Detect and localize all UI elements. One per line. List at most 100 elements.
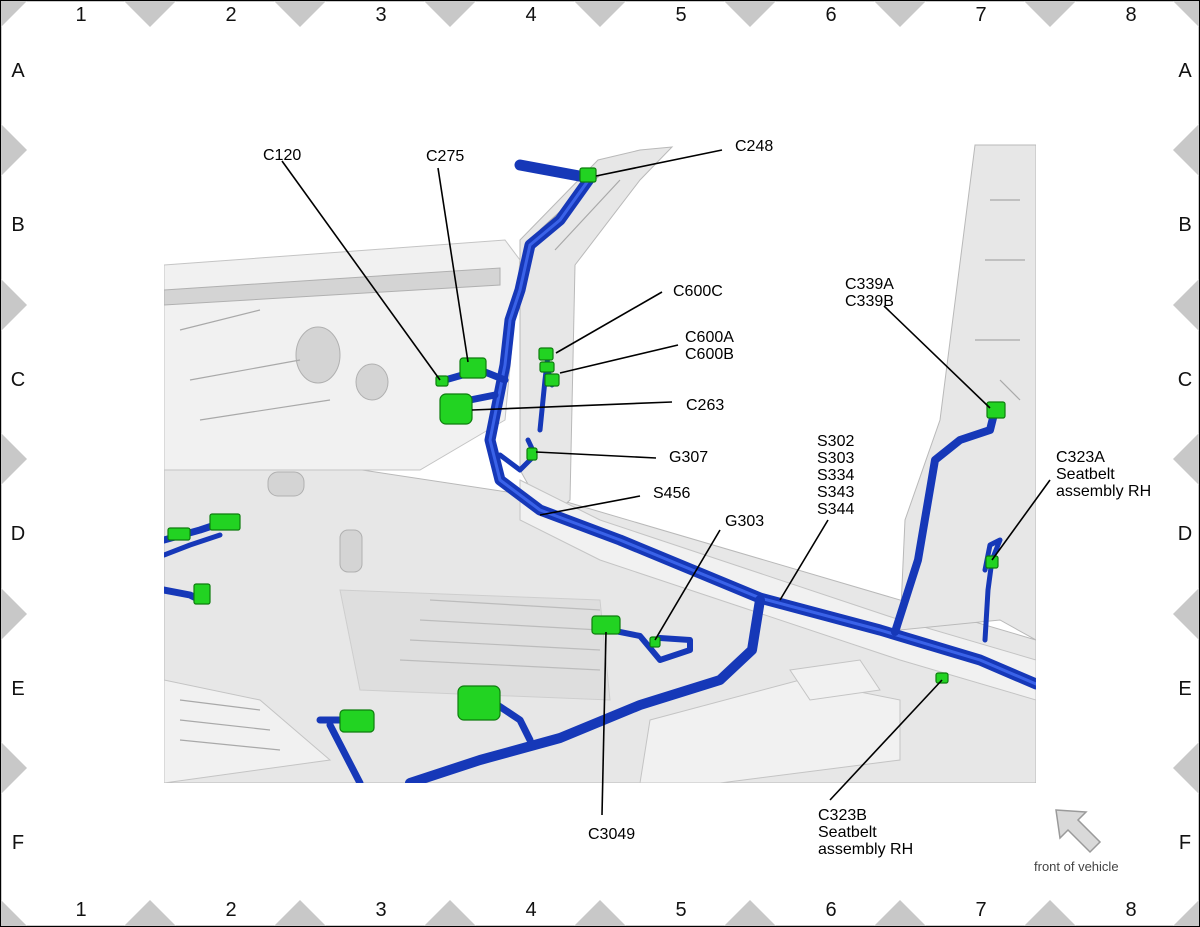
grid-marker-top [1024, 1, 1076, 27]
connector-c339 [986, 401, 1006, 419]
callout-c323b-line3: assembly RH [818, 841, 913, 858]
callout-c3049: C3049 [588, 826, 635, 843]
callout-c275: C275 [426, 148, 464, 165]
leader-g303 [654, 529, 721, 641]
connector-c600a [539, 361, 555, 373]
grid-marker-top [274, 1, 326, 27]
grid-marker-bottom [724, 900, 776, 926]
grid-marker-right [1173, 124, 1199, 176]
grid-marker-left [1, 742, 27, 794]
connector-floor-large [457, 685, 501, 721]
grid-marker-bottom [574, 900, 626, 926]
leader-c323b [829, 679, 943, 801]
vehicle-body-illustration [164, 143, 1036, 783]
grid-col-label: 1 [75, 899, 86, 921]
connector-c263 [439, 393, 473, 425]
leader-c248 [595, 149, 723, 177]
callout-c263: C263 [686, 397, 724, 414]
grid-col-label: 5 [675, 899, 686, 921]
callout-g303: G303 [725, 513, 764, 530]
grid-row-label: B [1178, 214, 1191, 236]
callout-c323b-line2: Seatbelt [818, 824, 877, 841]
grid-col-label: 1 [75, 4, 86, 26]
callout-s334: S334 [817, 467, 854, 484]
grid-column-labels-bottom: 1 2 3 4 5 6 7 8 [75, 899, 1136, 921]
callout-s343: S343 [817, 484, 854, 501]
grid-marker-right [1173, 742, 1199, 794]
callout-c323a: C323A [1056, 449, 1105, 466]
grid-col-label: 4 [525, 4, 536, 26]
callout-c323a-line3: assembly RH [1056, 483, 1151, 500]
connector-floor-left [339, 709, 375, 733]
leader-c339 [883, 305, 991, 409]
grid-marker-bottom [1024, 900, 1076, 926]
grid-marker-top [424, 1, 476, 27]
grid-marker-corner [1173, 900, 1199, 926]
grid-row-labels-right: A B C D E F [1178, 60, 1193, 854]
grid-row-label: C [11, 369, 25, 391]
grid-marker-top [574, 1, 626, 27]
callout-c339b: C339B [845, 293, 894, 310]
grid-marker-left [1, 433, 27, 485]
grid-col-label: 2 [225, 899, 236, 921]
grid-row-labels-left: A B C D E F [11, 60, 26, 854]
callout-labels: C120 C275 C248 C600C C600A C600B C263 G3… [263, 138, 1151, 858]
grid-row-label: F [1179, 832, 1191, 854]
grid-col-label: 6 [825, 899, 836, 921]
leader-g307 [535, 451, 657, 459]
grid-marker-left [1, 588, 27, 640]
grid-marker-left [1, 124, 27, 176]
leader-c263 [471, 401, 673, 411]
grid-marker-bottom [124, 900, 176, 926]
grid-row-label: D [1178, 523, 1192, 545]
grid-row-label: C [1178, 369, 1192, 391]
front-of-vehicle-label: front of vehicle [1034, 859, 1119, 874]
grid-marker-bottom [424, 900, 476, 926]
leader-c120 [281, 160, 441, 381]
front-of-vehicle-indicator: front of vehicle [1034, 809, 1119, 874]
grid-row-label: A [1178, 60, 1192, 82]
connector-g307 [526, 447, 538, 461]
grid-marker-bottom [874, 900, 926, 926]
callout-c323a-line2: Seatbelt [1056, 466, 1115, 483]
callout-c600a: C600A [685, 329, 734, 346]
connector-c323a [985, 555, 999, 569]
arrow-up-left-icon [1055, 809, 1102, 854]
connector-c600c [538, 347, 554, 361]
grid-col-label: 4 [525, 899, 536, 921]
leader-c3049 [601, 631, 607, 816]
grid-marker-corner [1, 900, 27, 926]
grid-col-label: 2 [225, 4, 236, 26]
grid-marker-top [874, 1, 926, 27]
grid-marker-corner [1173, 1, 1199, 27]
callout-c339a: C339A [845, 276, 894, 293]
grid-marker-top [724, 1, 776, 27]
grid-row-label: A [11, 60, 25, 82]
connector-c275 [459, 357, 487, 379]
grid-row-label: D [11, 523, 25, 545]
grid-col-label: 3 [375, 899, 386, 921]
grid-marker-right [1173, 433, 1199, 485]
grid-marker-bottom [274, 900, 326, 926]
connector-c248 [579, 167, 597, 183]
leader-lines [281, 149, 1051, 816]
grid-column-labels-top: 1 2 3 4 5 6 7 8 [75, 4, 1136, 26]
callout-c600c: C600C [673, 283, 723, 300]
connector-c3049 [591, 615, 621, 635]
connector-left-1 [167, 527, 191, 541]
connector-g303 [649, 636, 661, 648]
connector-left-2 [209, 513, 241, 531]
grid-marker-corner [1, 1, 27, 27]
callout-g307: G307 [669, 449, 708, 466]
callout-s344: S344 [817, 501, 854, 518]
grid-marker-top [124, 1, 176, 27]
connector-c323b [935, 672, 949, 684]
grid-marker-left [1, 279, 27, 331]
connector-c600b [544, 373, 560, 387]
grid-marker-right [1173, 279, 1199, 331]
callout-c600b: C600B [685, 346, 734, 363]
callout-s303: S303 [817, 450, 854, 467]
